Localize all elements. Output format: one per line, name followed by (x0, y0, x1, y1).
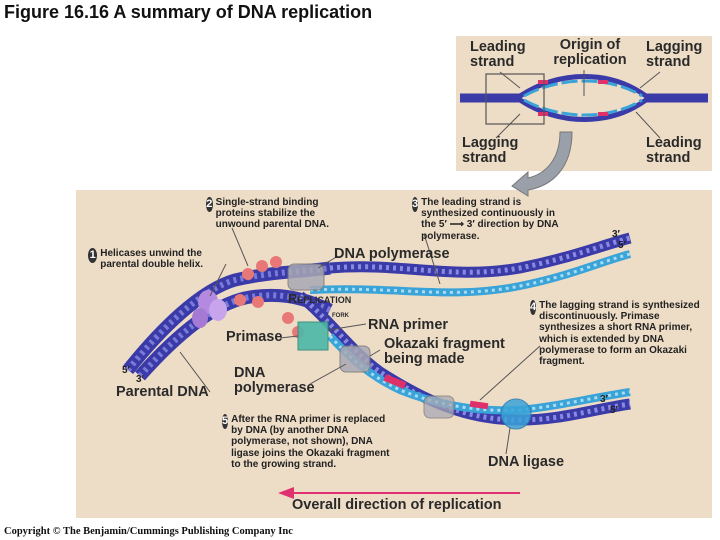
end-3-left: 3′ (136, 374, 144, 385)
step-5: 5 After the RNA primer is replaced by DN… (222, 414, 398, 470)
step-1-text: Helicases unwind the parental double hel… (100, 248, 204, 271)
label-fork: fork (332, 309, 349, 319)
label-dna-polymerase-top: DNA polymerase (334, 246, 450, 262)
replication-bubble (460, 70, 708, 139)
zoom-arrow (511, 131, 573, 197)
inset-lagging-strand-top: Lagging strand (646, 39, 703, 71)
end-3-top: 3′ (612, 229, 620, 240)
end-5-left: 5′ (122, 365, 130, 376)
step-2-number: 2 (206, 197, 213, 212)
polymerase-bottom (339, 345, 371, 373)
inset-lagging-strand-bottom: Lagging strand (462, 135, 519, 167)
step-4-number: 4 (530, 300, 537, 315)
dna-ligase-blob (500, 398, 532, 430)
leader-lines (179, 227, 541, 455)
label-replication: Replication (288, 291, 352, 306)
end-5-right: 5′ (610, 405, 618, 416)
inset-origin-label: Origin of replication (553, 37, 627, 69)
step-5-text: After the RNA primer is replaced by DNA … (231, 414, 390, 470)
step-1-number: 1 (88, 248, 98, 263)
label-dna-ligase: DNA ligase (488, 454, 565, 470)
label-rna-primer: RNA primer (368, 317, 449, 333)
end-5-top: 5′ (618, 240, 626, 251)
step-3-text: The leading strand is synthesized contin… (421, 197, 559, 242)
label-primase: Primase (226, 329, 283, 345)
origin-inset-panel (456, 36, 712, 171)
label-okazaki-fragment: Okazaki fragment being made (384, 336, 505, 368)
step-4-text: The lagging strand is synthesized discon… (539, 300, 700, 367)
step-1: 1 Helicases unwind the parental double h… (88, 248, 228, 270)
helicase-blobs (192, 290, 227, 328)
step-2: 2 Single-strand binding proteins stabili… (206, 197, 358, 231)
polymerase-top (287, 263, 325, 291)
primase-box (297, 321, 329, 351)
step-2-text: Single-strand binding proteins stabilize… (215, 197, 329, 231)
inset-leading-strand-top: Leading strand (470, 39, 526, 71)
label-dna-polymerase-bottom: DNA polymerase (234, 365, 315, 397)
step-5-number: 5 (222, 414, 229, 429)
copyright-notice: Copyright © The Benjamin/Cummings Publis… (4, 526, 293, 537)
figure-title: Figure 16.16 A summary of DNA replicatio… (4, 2, 373, 22)
step-4: 4 The lagging strand is synthesized disc… (530, 300, 708, 367)
leading-strand (309, 232, 632, 297)
step-3: 3 The leading strand is synthesized cont… (412, 197, 570, 242)
direction-arrow (278, 487, 520, 499)
polymerase-lagging (423, 395, 455, 419)
step-3-number: 3 (412, 197, 419, 212)
inset-leading-strand-bottom: Leading strand (646, 135, 702, 167)
label-parental-dna: Parental DNA (116, 384, 209, 400)
label-overall-direction: Overall direction of replication (292, 497, 502, 513)
end-3-right: 3′ (600, 394, 608, 405)
